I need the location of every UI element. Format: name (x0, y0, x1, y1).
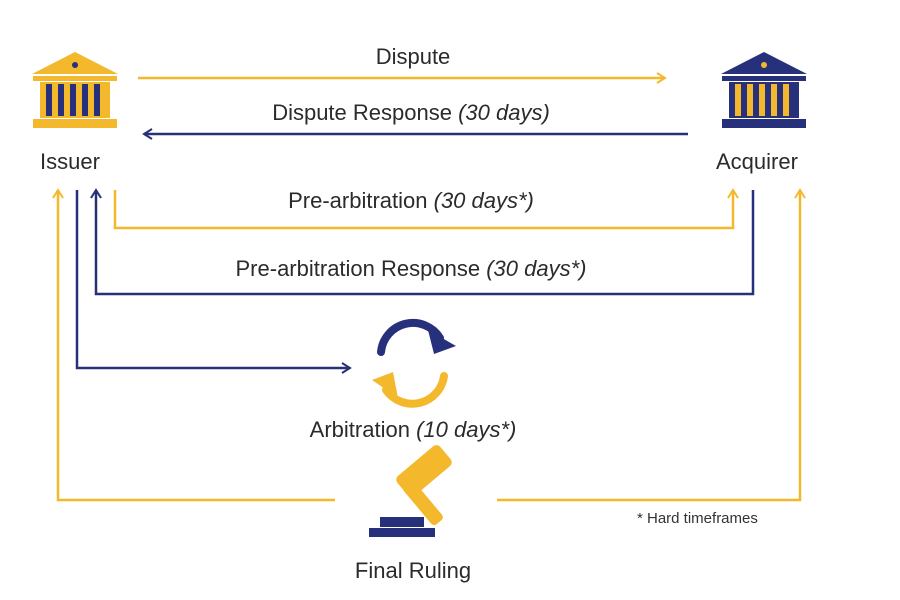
dispute-label-text: Dispute (375, 44, 451, 69)
acquirer-bank-icon (721, 52, 807, 128)
arbitration-timeframe: (10 days*) (416, 417, 517, 442)
dispute-label: Dispute (376, 44, 451, 70)
gavel-icon (369, 445, 452, 537)
acquirer-label: Acquirer (716, 149, 798, 174)
pre-arbitration-response-arrow (90, 188, 755, 296)
ruling-to-acquirer-arrow (497, 188, 806, 502)
arbitration-label: Arbitration (10 days*) (310, 417, 517, 443)
dispute-response-label: Dispute Response (30 days) (272, 100, 550, 126)
pre-arbitration-timeframe: (30 days*) (433, 188, 534, 213)
pre-arbitration-response-label: Pre-arbitration Response (30 days*) (236, 256, 587, 282)
ruling-to-issuer-arrow (52, 188, 335, 502)
arbitration-cycle-icon (372, 318, 456, 408)
pre-arbitration-label-text: Pre-arbitration (288, 188, 428, 213)
final-ruling-label: Final Ruling (354, 558, 472, 583)
issuer-to-arbitration-arrow (75, 190, 352, 374)
dispute-response-timeframe: (30 days) (458, 100, 550, 125)
issuer-bank-icon (32, 52, 118, 128)
pre-arbitration-label: Pre-arbitration (30 days*) (288, 188, 534, 214)
issuer-label: Issuer (40, 149, 100, 174)
dispute-response-label-text: Dispute Response (272, 100, 452, 125)
footnote-hard-timeframes: * Hard timeframes (637, 510, 758, 527)
arbitration-label-text: Arbitration (309, 417, 410, 442)
pre-arbitration-response-label-text: Pre-arbitration Response (235, 256, 481, 281)
pre-arbitration-arrow (113, 188, 739, 230)
pre-arbitration-response-timeframe: (30 days*) (486, 256, 587, 281)
